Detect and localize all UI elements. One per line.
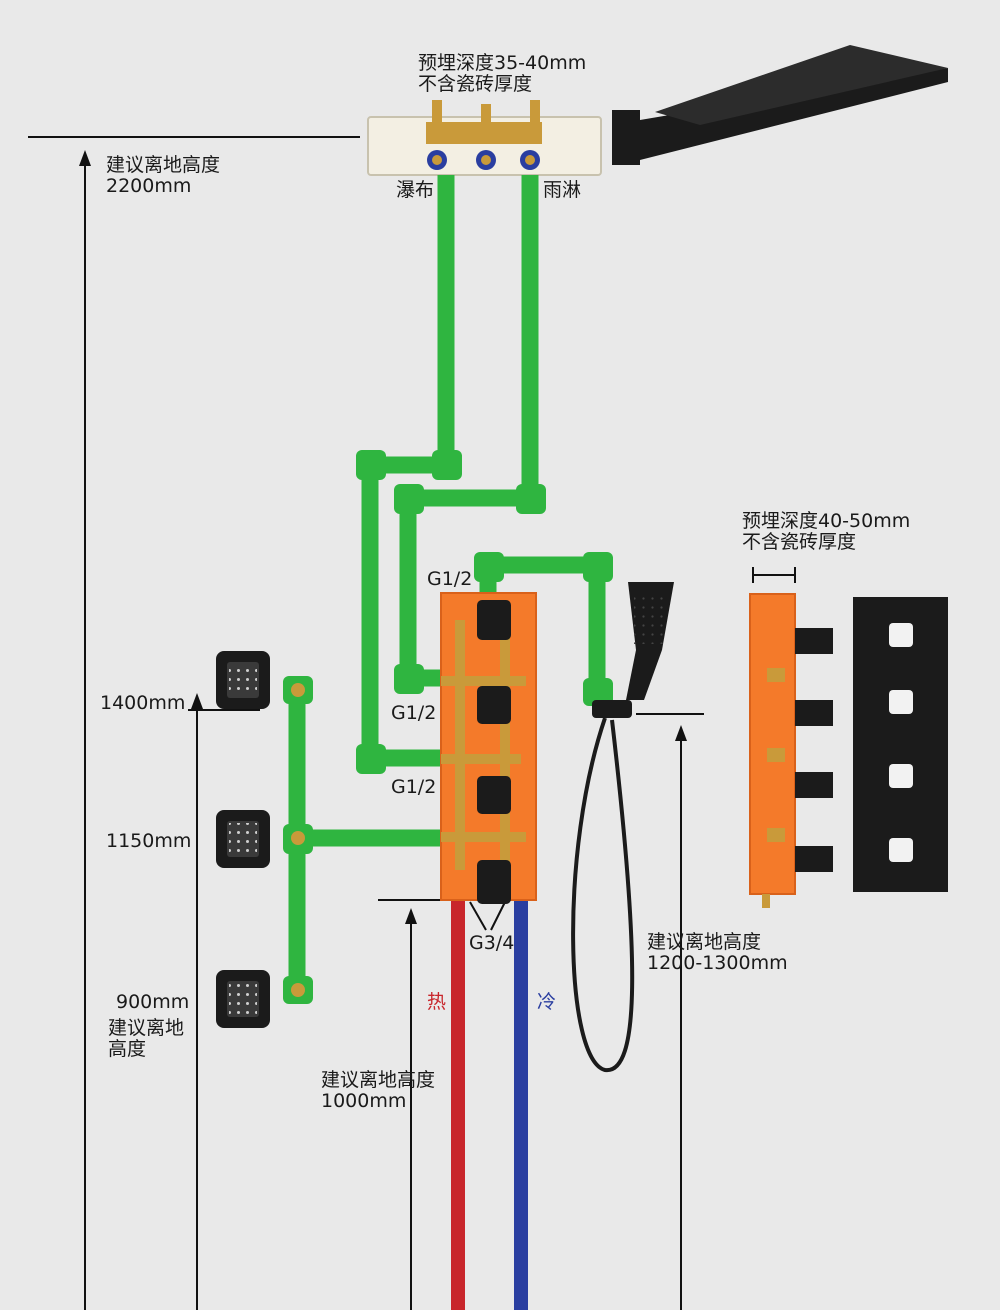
handheld-height-text: 建议离地高度 bbox=[647, 931, 762, 953]
side-box-tile-note: 不含瓷砖厚度 bbox=[742, 531, 857, 553]
height-line-1400 bbox=[188, 693, 260, 1310]
rain-outlet-label: 雨淋 bbox=[543, 179, 582, 201]
hot-label: 热 bbox=[427, 991, 447, 1013]
valve-side-view bbox=[749, 593, 833, 908]
valve-height-text: 建议离地高度 bbox=[321, 1069, 436, 1091]
fitting-g-low-label: G1/2 bbox=[391, 776, 437, 798]
depth-bracket bbox=[752, 567, 796, 583]
top-diverter-box bbox=[367, 100, 602, 176]
fitting-g-top-label: G1/2 bbox=[427, 568, 473, 590]
fitting-inlet-label: G3/4 bbox=[469, 932, 515, 954]
hot-supply-pipe bbox=[451, 898, 465, 1310]
waterfall-outlet-label: 瀑布 bbox=[396, 179, 435, 201]
jet-note-line1: 建议离地 bbox=[108, 1017, 185, 1039]
cold-label: 冷 bbox=[537, 991, 557, 1013]
side-box-depth-label: 预埋深度40-50mm 不含瓷砖厚度 bbox=[742, 511, 910, 553]
pipe-fittings bbox=[283, 450, 613, 1004]
body-jet-900 bbox=[216, 970, 270, 1028]
height-line-1000 bbox=[378, 899, 445, 1310]
top-box-tile-note: 不含瓷砖厚度 bbox=[418, 73, 533, 95]
valve-height-label: 建议离地高度 1000mm bbox=[321, 1070, 435, 1112]
rain-height-label: 建议离地高度 2200mm bbox=[106, 155, 220, 197]
jet-height-note: 建议离地 高度 bbox=[108, 1018, 184, 1060]
valve-knob-1 bbox=[477, 600, 511, 640]
top-box-depth-text: 预埋深度35-40mm bbox=[418, 52, 587, 74]
side-box-depth-text: 预埋深度40-50mm bbox=[742, 510, 911, 532]
jet-note-line2: 高度 bbox=[108, 1038, 147, 1060]
fitting-g-mid-label: G1/2 bbox=[391, 702, 437, 724]
jet-height-1400-label: 1400mm bbox=[100, 692, 186, 714]
valve-knob-3 bbox=[477, 776, 511, 814]
rain-height-value: 2200mm bbox=[106, 175, 192, 197]
jet-height-900-label: 900mm bbox=[116, 991, 190, 1013]
inlet-arrows bbox=[469, 901, 506, 931]
handheld-height-label: 建议离地高度 1200-1300mm bbox=[647, 932, 788, 974]
cold-supply-pipe bbox=[514, 898, 528, 1310]
height-line-1200 bbox=[636, 713, 704, 1310]
valve-knob-4 bbox=[477, 860, 511, 904]
jet-height-1150-label: 1150mm bbox=[106, 830, 192, 852]
handheld-height-value: 1200-1300mm bbox=[647, 952, 788, 974]
rain-height-text: 建议离地高度 bbox=[106, 154, 221, 176]
valve-knob-2 bbox=[477, 686, 511, 724]
valve-height-value: 1000mm bbox=[321, 1090, 407, 1112]
handheld-shower bbox=[571, 582, 674, 1073]
height-line-2200 bbox=[28, 136, 360, 1310]
concealed-valve-box bbox=[440, 592, 537, 904]
top-box-depth-label: 预埋深度35-40mm 不含瓷砖厚度 bbox=[418, 53, 586, 95]
trim-plate bbox=[853, 597, 948, 892]
rain-shower-head bbox=[612, 45, 948, 165]
body-jet-1150 bbox=[216, 810, 270, 868]
body-jet-1400 bbox=[216, 651, 270, 709]
